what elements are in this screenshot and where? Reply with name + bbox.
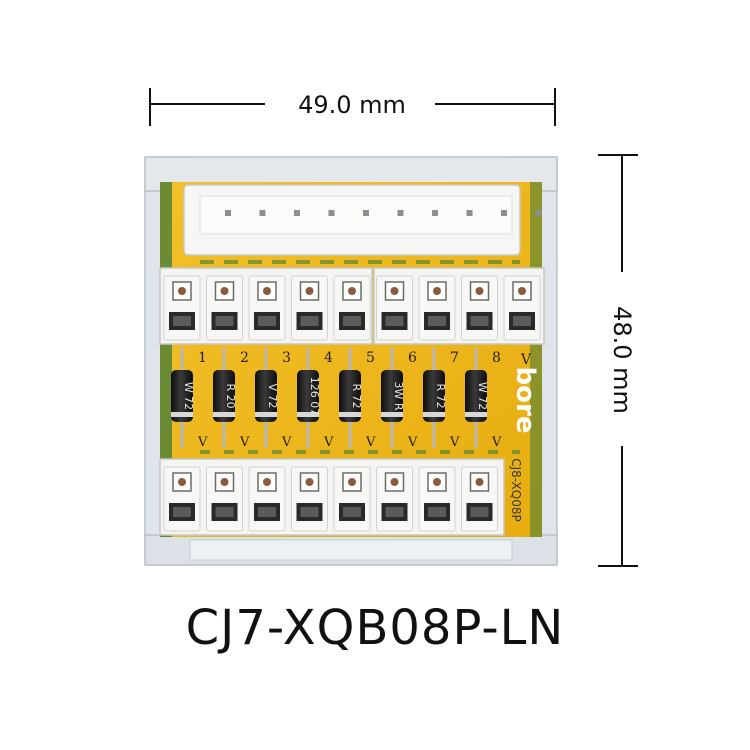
header-pin (294, 210, 300, 216)
header-pin (466, 210, 473, 216)
header-pins (225, 210, 542, 216)
terminal-screw (376, 466, 413, 532)
terminal-screw (206, 466, 243, 532)
header-pin (363, 210, 369, 216)
diode-marking: V 72 (266, 383, 279, 408)
terminal-screw (163, 466, 201, 532)
terminal-screw (376, 275, 413, 341)
header-pin (259, 210, 266, 216)
terminal-screw (333, 466, 371, 532)
bottom-v-label: V (365, 435, 376, 450)
terminal-screw (333, 275, 371, 341)
channel-label: 4 (324, 350, 333, 366)
height-label: 48.0 mm (608, 306, 636, 414)
diode: 126 07 (297, 348, 321, 448)
channel-label: 3 (282, 350, 291, 366)
terminal-screw (418, 275, 456, 341)
top-terminals (163, 275, 541, 341)
bottom-terminal-block (159, 458, 505, 536)
diode-marking: R 72 (350, 383, 363, 408)
diode: W 72 (171, 348, 195, 448)
diode: R 72 (339, 348, 363, 448)
diode: R 72 (423, 348, 447, 448)
channel-label: 6 (408, 350, 417, 366)
common-v-label: V (520, 352, 532, 368)
bottom-v-label: V (281, 435, 292, 450)
bottom-terminals (163, 466, 498, 532)
terminal-screw (461, 466, 498, 532)
channel-label: 8 (492, 350, 501, 366)
terminal-screw (206, 275, 243, 341)
terminal-screw (291, 466, 328, 532)
channel-label: 7 (450, 350, 459, 366)
terminal-screw (461, 275, 498, 341)
model-number: CJ7-XQB08P-LN (185, 600, 565, 656)
diode-marking: W 72 (476, 382, 489, 410)
bottom-v-label: V (323, 435, 334, 450)
top-terminal-block (159, 267, 545, 345)
brand-print: bore (510, 367, 540, 434)
terminal-screw (418, 466, 456, 532)
channel-labels: 1 2 3 4 5 6 7 8 (198, 350, 501, 366)
bottom-v-label: V (197, 435, 208, 450)
header-pin (535, 210, 542, 216)
height-dimension: 48.0 mm (598, 154, 638, 567)
diode-marking: R 72 (434, 383, 447, 408)
width-dimension: 49.0 mm (149, 88, 556, 126)
bottom-v-label: V (407, 435, 418, 450)
bottom-v-label: V (491, 435, 502, 450)
header-pin (328, 210, 335, 216)
terminal-screw (248, 275, 286, 341)
diode-marking: 3W R (392, 381, 405, 410)
channel-label: 5 (366, 350, 375, 366)
header-pin (432, 210, 438, 216)
terminal-screw (291, 275, 328, 341)
terminal-screw (248, 466, 286, 532)
header-pin (501, 210, 507, 216)
board-print: CJ8-XQ08P (509, 458, 523, 521)
diode: W 72 (465, 348, 489, 448)
header-pin (225, 210, 231, 216)
bottom-v-label: V (239, 435, 250, 450)
bottom-v-label: V (449, 435, 460, 450)
terminal-screw (163, 275, 201, 341)
header-pin (397, 210, 404, 216)
terminal-screw (503, 275, 541, 341)
header-connector (183, 184, 542, 256)
diode-marking: 126 07 (308, 377, 321, 416)
diode-marking: R 20 (224, 383, 237, 408)
diode: V 72 (255, 348, 279, 448)
diode: 3W R (381, 348, 405, 448)
diode-marking: W 72 (182, 382, 195, 410)
diode: R 20 (213, 348, 237, 448)
width-label: 49.0 mm (298, 91, 406, 119)
channel-label: 1 (198, 350, 207, 366)
channel-label: 2 (240, 350, 249, 366)
